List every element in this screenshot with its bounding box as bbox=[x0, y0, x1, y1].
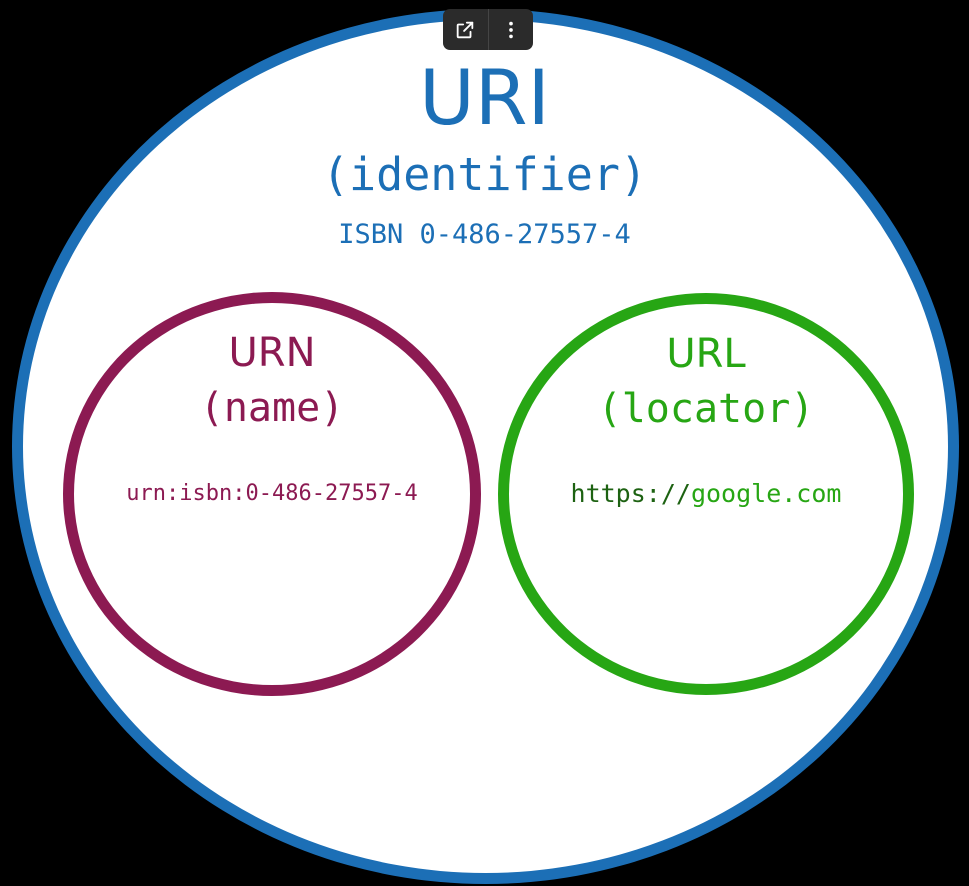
urn-subtitle: (name) bbox=[199, 385, 345, 431]
url-example: https://google.com bbox=[498, 481, 914, 506]
urn-example: urn:isbn:0-486-27557-4 bbox=[126, 481, 418, 506]
urn-title: URN bbox=[228, 330, 316, 376]
open-in-new-button[interactable] bbox=[443, 9, 488, 50]
url-circle bbox=[498, 293, 914, 695]
more-options-button[interactable] bbox=[487, 9, 534, 50]
more-vertical-icon bbox=[508, 21, 513, 38]
uri-title: URI bbox=[419, 53, 550, 142]
open-in-new-icon bbox=[457, 21, 474, 38]
uri-example: ISBN 0-486-27557-4 bbox=[338, 219, 631, 250]
url-example-host: google.com bbox=[690, 479, 842, 508]
url-title: URL bbox=[666, 331, 746, 377]
image-toolbar bbox=[443, 9, 533, 50]
uri-subtitle: (identifier) bbox=[321, 148, 648, 201]
url-subtitle: (locator) bbox=[597, 386, 815, 432]
url-example-scheme: https:// bbox=[570, 479, 691, 508]
urn-circle bbox=[63, 292, 481, 696]
